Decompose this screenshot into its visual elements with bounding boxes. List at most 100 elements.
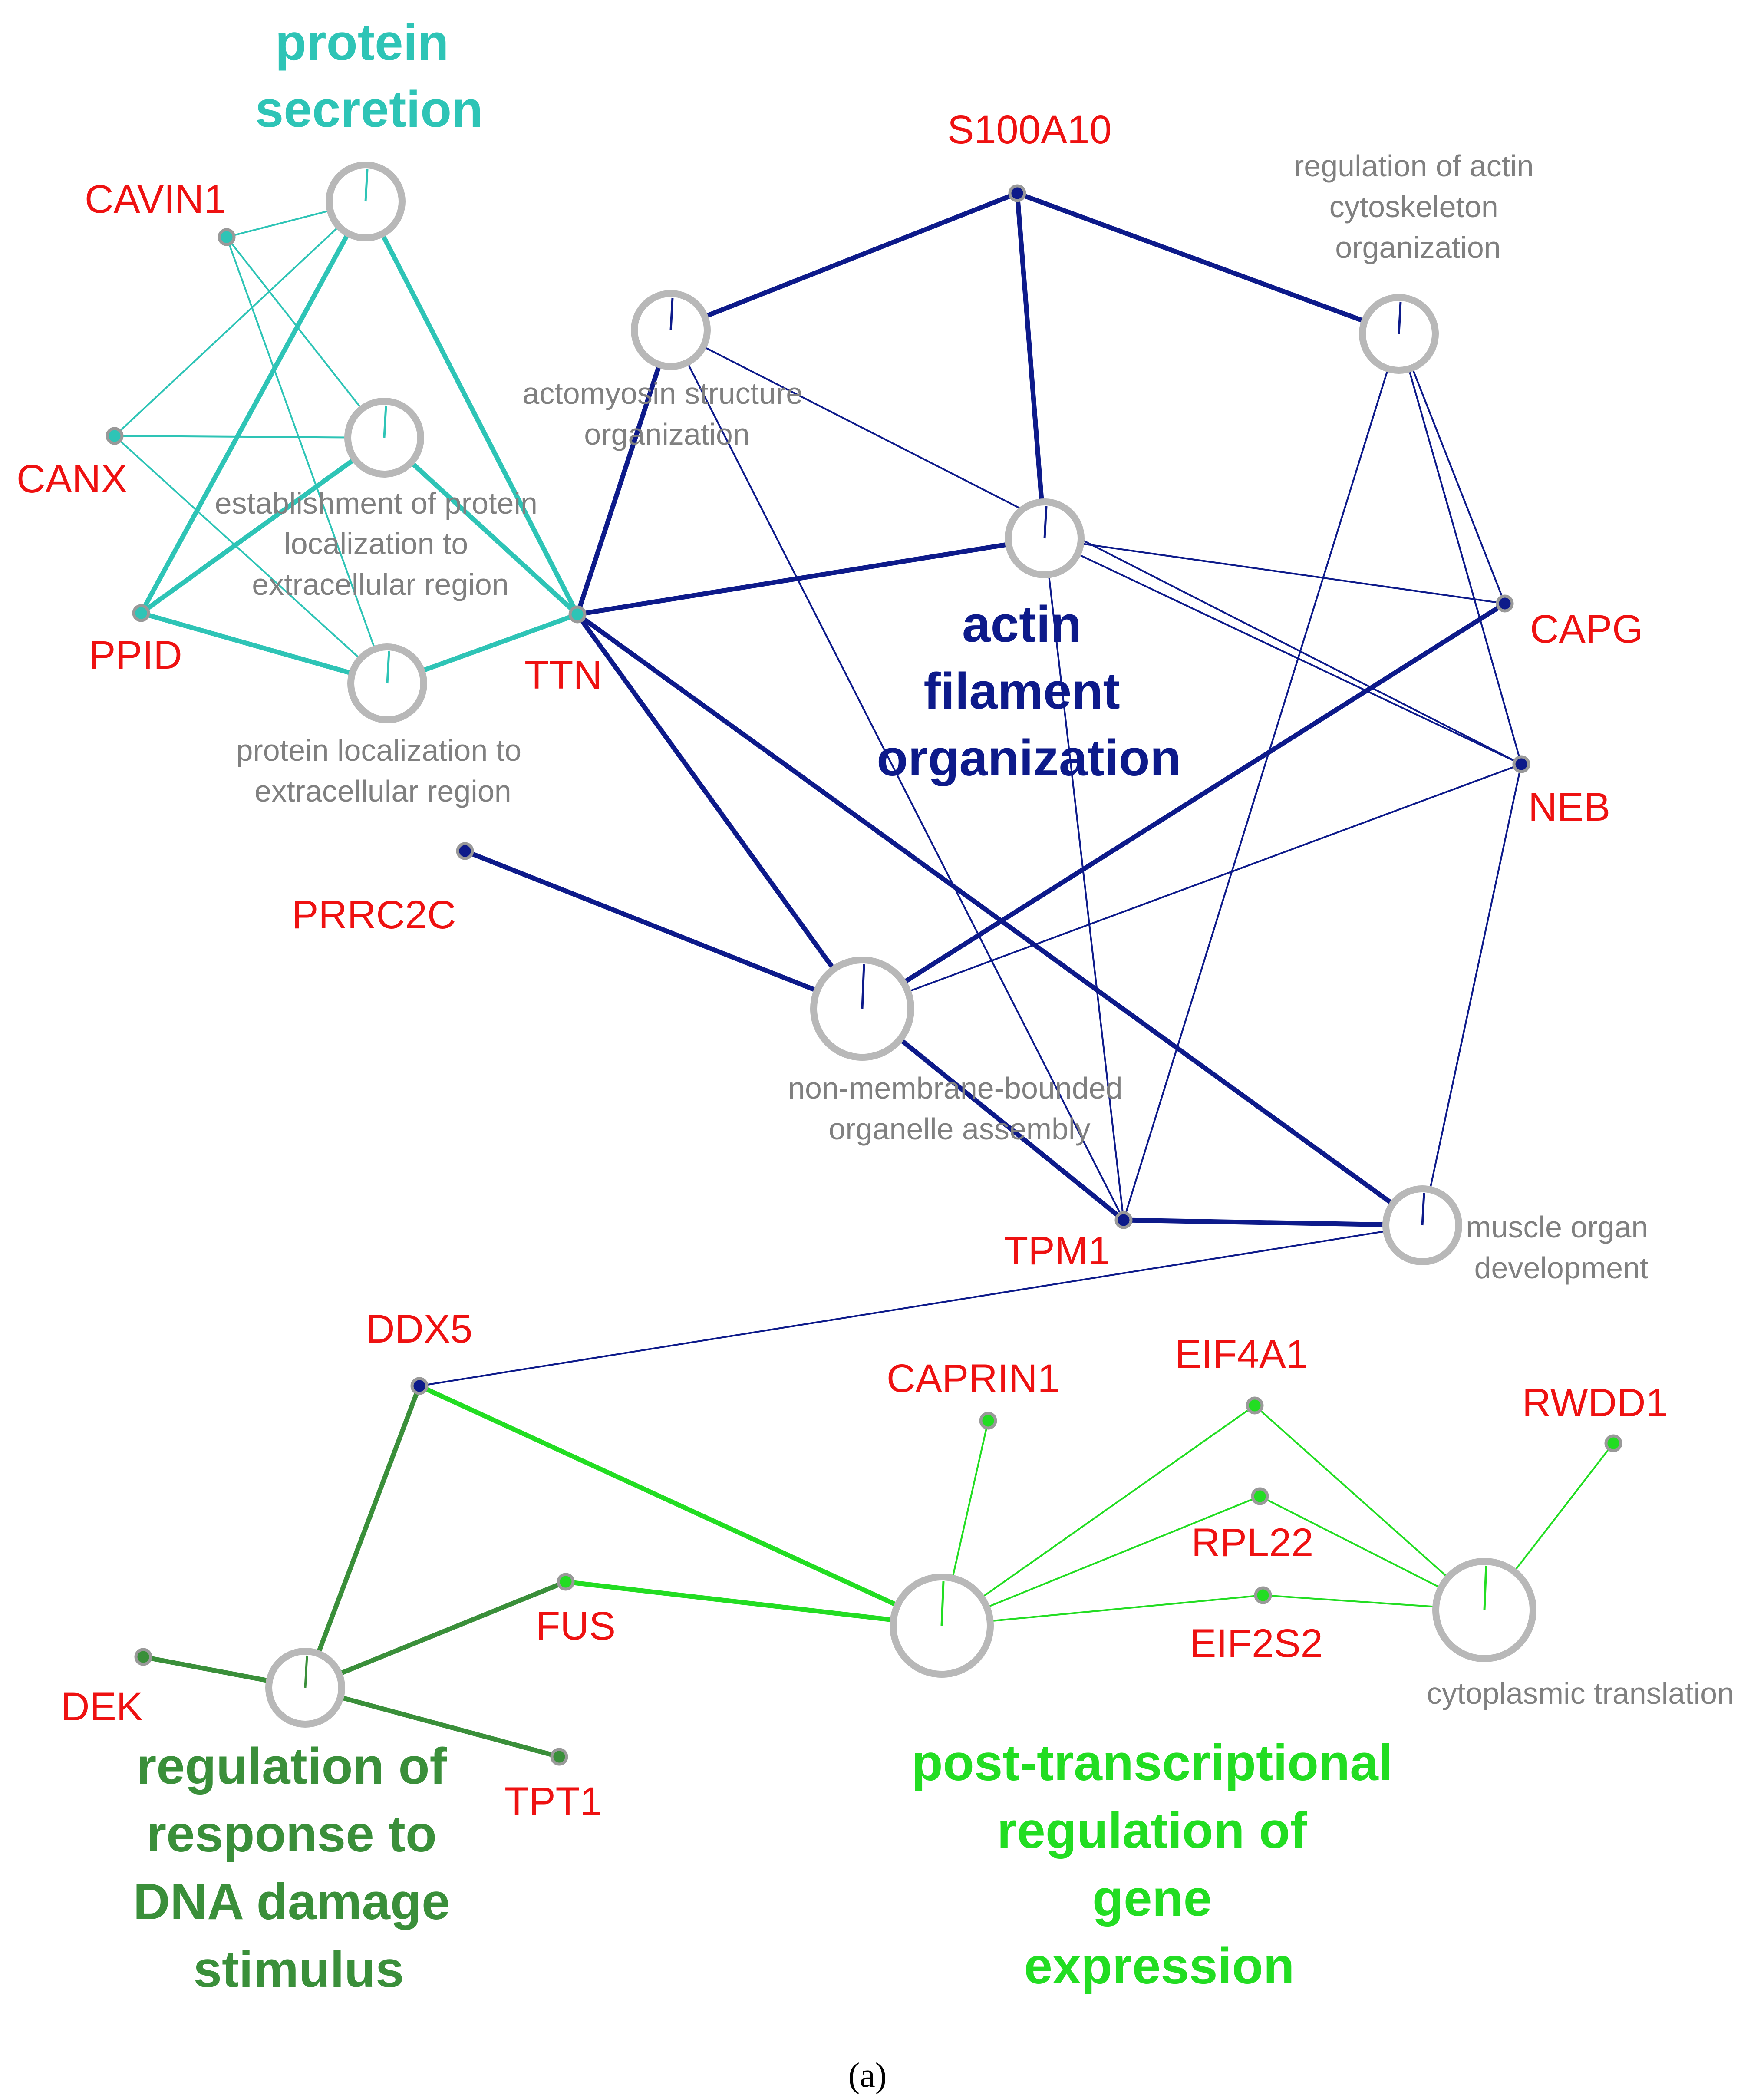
cluster-title-protein-secretion: protein secretion [255,14,483,138]
cluster-title-dna-damage: regulation of response to DNA damage sti… [133,1738,465,1998]
edge-neb-non-membrane [861,763,1522,1010]
edge-s100a10-regulation-actin [1015,191,1401,337]
gene-node-ppid [132,604,150,622]
term-node-indicator-muscle [1421,1193,1425,1226]
term-label-muscle: muscle organ development [1466,1210,1657,1285]
term-label-protein-localization: protein localization to extracellular re… [236,733,530,808]
gene-node-dek [134,1648,152,1666]
gene-label-prrc2c: PRRC2C [292,893,456,937]
gene-node-fus [557,1573,575,1591]
edge-canx-protein-secretion [114,201,366,437]
cluster-title-actin-filament-organization: actin filament organization [877,596,1181,787]
gene-label-ttn: TTN [524,653,602,697]
gene-label-tpt1: TPT1 [504,1779,602,1824]
gene-label-ppid: PPID [89,633,182,677]
gene-node-rwdd1 [1604,1434,1622,1452]
gene-label-neb: NEB [1528,785,1610,829]
gene-node-neb [1512,755,1530,773]
gene-label-capg: CAPG [1530,607,1643,651]
edge-neb-regulation-actin [1398,333,1522,765]
edge-ppid-protein-localization [138,610,390,686]
gene-node-rpl22 [1251,1487,1269,1505]
term-label-cytoplasmic: cytoplasmic translation [1427,1676,1734,1710]
edge-ttn-non-membrane [575,612,865,1011]
gene-label-ddx5: DDX5 [366,1307,472,1351]
term-label-actomyosin: actomyosin structure organization [522,376,811,451]
edge-tpm1-actin-filament [1044,538,1124,1221]
edge-ddx5-post-transcriptional [417,1383,944,1628]
gene-node-tpm1 [1114,1211,1133,1229]
gene-node-s100a10 [1008,184,1026,202]
edge-neb-actin-filament [1044,538,1522,765]
edge-tpm1-non-membrane [860,1006,1126,1223]
gene-label-dek: DEK [61,1685,143,1729]
gene-node-caprin1 [979,1412,997,1430]
gene-label-eif4a1: EIF4A1 [1175,1332,1308,1376]
edge-neb-actomyosin [670,329,1522,765]
edge-tpm1-muscle [1121,1217,1425,1228]
term-label-establishment: establishment of protein localization to… [215,486,546,601]
term-node-indicator-non-membrane [861,964,865,1009]
gene-label-eif2s2: EIF2S2 [1190,1621,1323,1666]
edge-cavin1-protein-localization [226,236,388,684]
edge-canx-establishment [114,435,385,439]
term-node-indicator-regulation-actin [1398,301,1402,334]
edge-s100a10-actin-filament [1015,191,1047,541]
term-node-indicator-post-transcriptional [940,1581,945,1626]
edge-canx-protein-localization [114,435,388,684]
edge-s100a10-actomyosin [668,191,1020,333]
cluster-title-post-transcriptional: post-transcriptional regulation of gene … [912,1734,1407,1995]
gene-node-ttn [568,605,587,624]
edge-eif4a1-post-transcriptional [941,1405,1256,1627]
gene-label-fus: FUS [536,1604,616,1648]
edge-cavin1-establishment [226,236,385,439]
term-node-indicator-establishment [383,405,387,438]
panel-label: (a) [848,2056,887,2095]
edge-neb-muscle [1421,763,1522,1226]
nodes-layer [106,162,1622,1766]
term-node-indicator-actomyosin [669,297,674,330]
gene-node-eif2s2 [1254,1586,1272,1604]
edge-eif2s2-post-transcriptional [941,1594,1264,1627]
edge-tpm1-actomyosin [670,329,1124,1221]
term-node-indicator-protein-localization [386,651,390,684]
term-label-non-membrane: non-membrane-bounded organelle assembly [788,1071,1131,1146]
edge-ttn-protein-secretion [363,199,580,617]
gene-node-eif4a1 [1246,1396,1264,1415]
edge-ddx5-dna-damage [303,1383,422,1690]
edge-ttn-actin-filament [575,536,1047,617]
edge-ppid-protein-secretion [138,199,368,616]
gene-label-cavin1: CAVIN1 [85,177,226,221]
edge-capg-non-membrane [860,601,1507,1011]
gene-node-cavin1 [218,228,236,246]
term-node-indicator-cytoplasmic [1483,1565,1487,1610]
edge-rpl22-post-transcriptional [941,1495,1261,1627]
gene-node-tpt1 [550,1748,568,1766]
gene-node-canx [106,427,124,445]
edge-capg-actin-filament [1044,538,1506,604]
gene-label-tpm1: TPM1 [1004,1229,1110,1273]
gene-label-caprin1: CAPRIN1 [887,1356,1060,1401]
edge-ttn-establishment [382,435,580,617]
gene-node-prrc2c [456,842,474,860]
gene-node-ddx5 [410,1377,429,1395]
term-node-indicator-dna-damage [304,1655,308,1688]
gene-label-canx: CANX [16,457,128,501]
edge-ddx5-muscle [419,1224,1423,1387]
edge-fus-post-transcriptional [563,1579,944,1628]
edge-tpt1-dna-damage [303,1685,562,1759]
gene-node-capg [1496,594,1514,613]
edge-ttn-actomyosin [575,327,673,617]
edge-capg-regulation-actin [1398,333,1506,604]
edge-prrc2c-non-membrane [462,848,865,1011]
edge-tpm1-regulation-actin [1123,333,1400,1221]
term-node-indicator-protein-secretion [364,169,369,202]
gene-label-s100a10: S100A10 [947,108,1112,152]
gene-label-rpl22: RPL22 [1191,1521,1313,1565]
edge-fus-dna-damage [303,1579,568,1690]
gene-label-rwdd1: RWDD1 [1522,1381,1668,1425]
edge-ppid-establishment [138,435,387,616]
term-node-indicator-actin-filament [1043,506,1048,539]
term-label-regulation-actin: regulation of actin cytoskeleton organiz… [1294,149,1542,264]
